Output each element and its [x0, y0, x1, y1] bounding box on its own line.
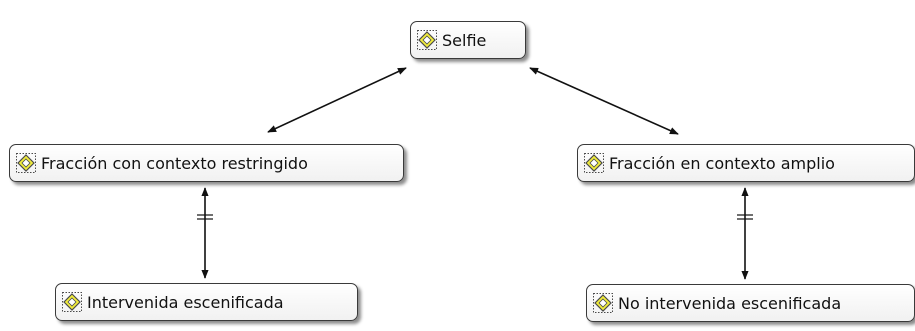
concept-icon	[583, 152, 605, 174]
node-label: Selfie	[442, 30, 487, 50]
node-label: Intervenida escenificada	[87, 292, 284, 312]
edge-selfie-restringido	[267, 67, 407, 133]
concept-icon	[61, 291, 83, 313]
equal-mark-left	[197, 214, 213, 220]
concept-icon	[592, 292, 614, 314]
concept-icon	[416, 29, 438, 51]
equal-mark-right	[737, 214, 753, 220]
node-intervenida-escenificada[interactable]: Intervenida escenificada	[55, 283, 358, 321]
node-label: Fracción en contexto amplio	[609, 153, 835, 173]
node-label: No intervenida escenificada	[618, 293, 842, 313]
concept-icon	[15, 152, 37, 174]
edge-selfie-amplio	[529, 67, 679, 135]
node-no-intervenida-escenificada[interactable]: No intervenida escenificada	[586, 284, 915, 322]
node-fraccion-contexto-restringido[interactable]: Fracción con contexto restringido	[9, 144, 404, 182]
node-fraccion-contexto-amplio[interactable]: Fracción en contexto amplio	[577, 144, 915, 182]
node-selfie[interactable]: Selfie	[410, 21, 526, 59]
node-label: Fracción con contexto restringido	[41, 153, 308, 173]
